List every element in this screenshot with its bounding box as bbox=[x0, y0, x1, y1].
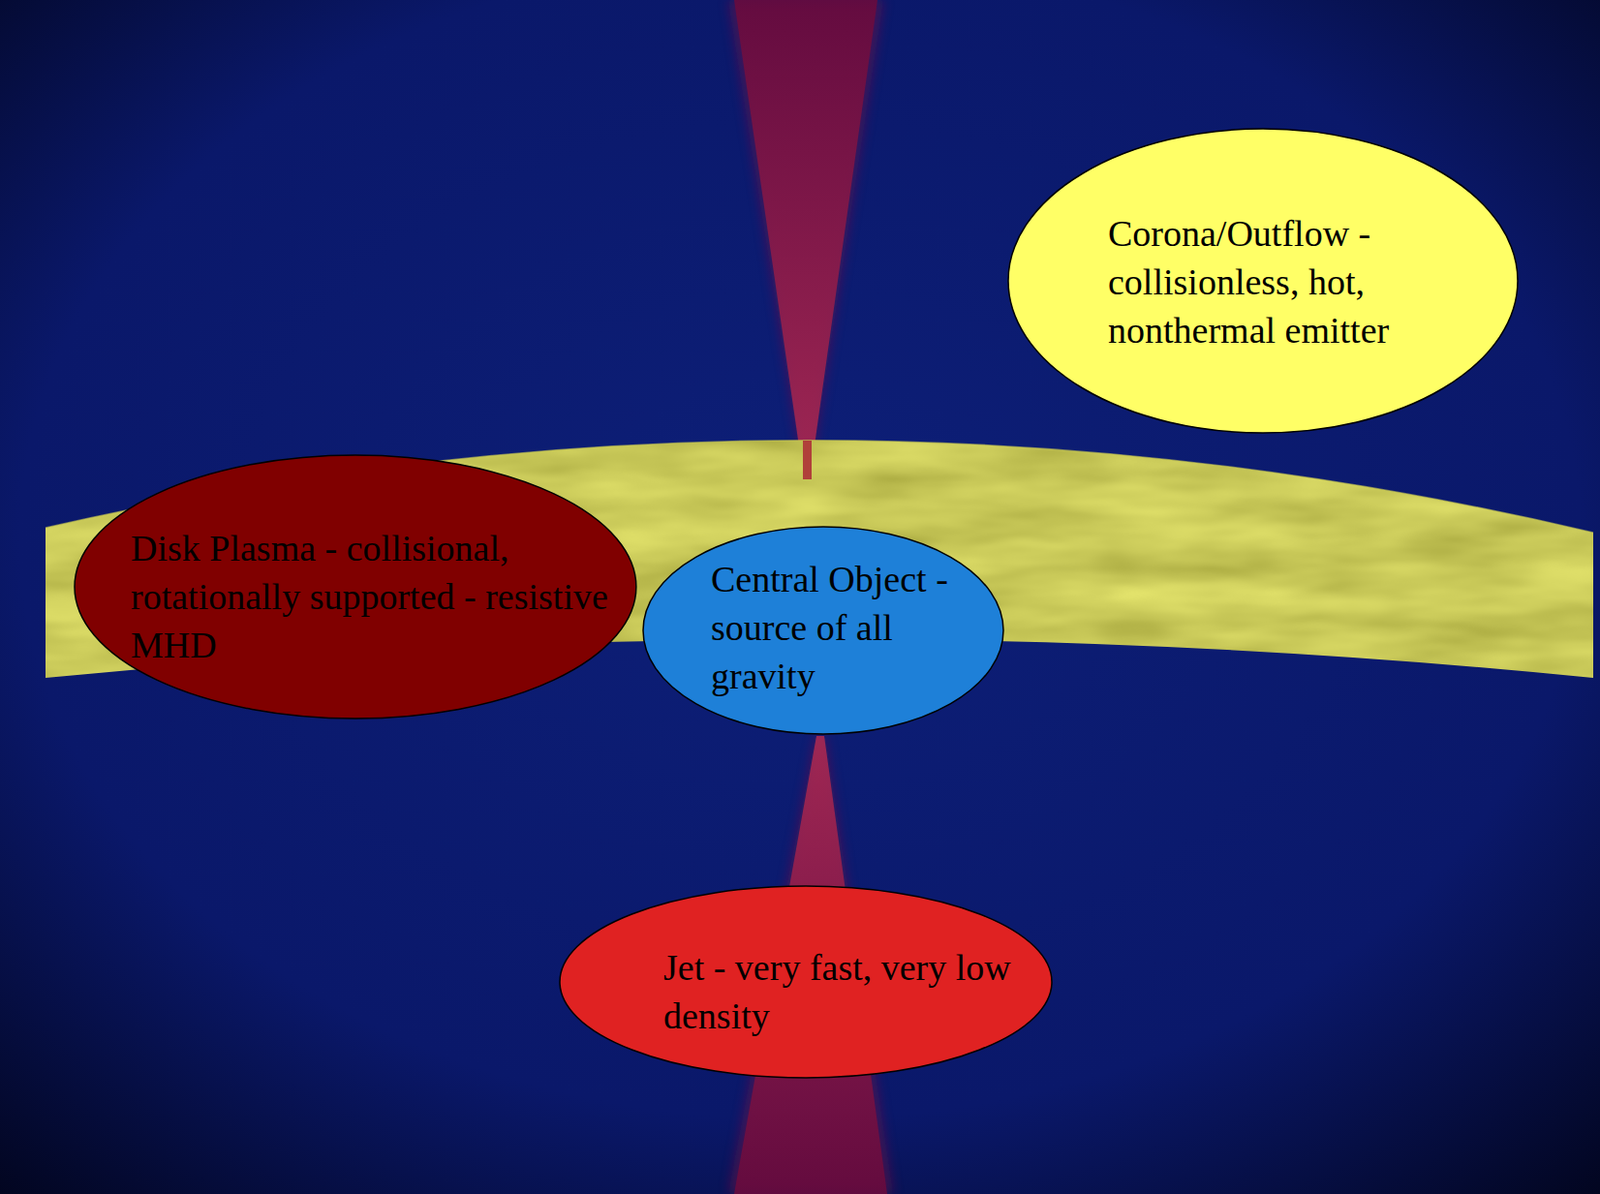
corona-node: Corona/Outflow - collisionless, hot, non… bbox=[1007, 127, 1519, 434]
jet-base bbox=[802, 440, 812, 480]
node-label: Jet - very fast, very low density bbox=[663, 943, 1022, 1041]
jet-glow bbox=[728, 0, 884, 480]
upper-jet bbox=[734, 0, 878, 480]
node-label: Disk Plasma - collisional, rotationally … bbox=[130, 523, 616, 670]
disk-node: Disk Plasma - collisional, rotationally … bbox=[73, 454, 638, 720]
central-object-node: Central Object - source of all gravity bbox=[642, 525, 1005, 736]
node-label: Central Object - source of all gravity bbox=[710, 554, 987, 701]
jet-node: Jet - very fast, very low density bbox=[558, 885, 1053, 1079]
node-label: Corona/Outflow - collisionless, hot, non… bbox=[1107, 209, 1486, 355]
